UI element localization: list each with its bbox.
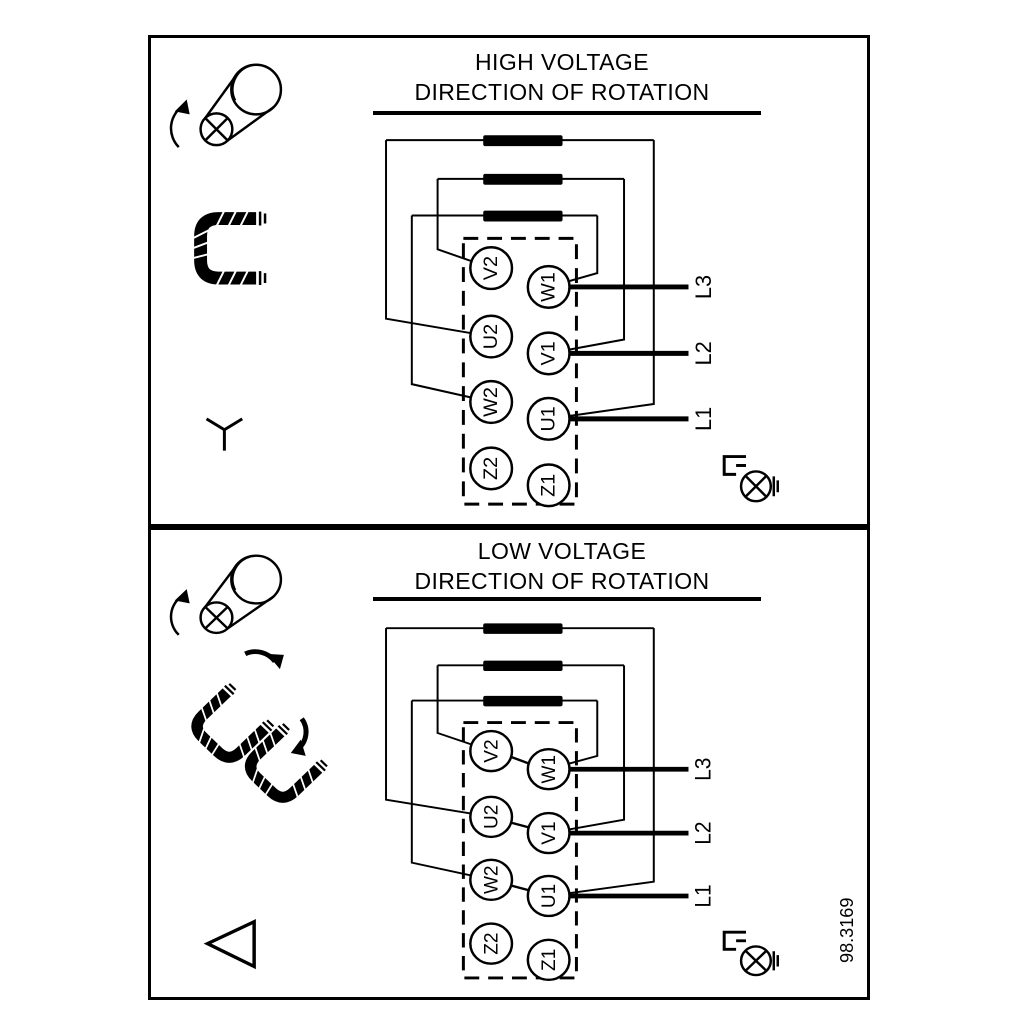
title-underline [373,111,761,115]
terminal-wiring [386,623,688,979]
terminal-label: U1 [538,406,560,431]
supply-line-label: L1 [691,884,715,907]
low-voltage-diagram: V2 U2 W2 Z2 W1 V1 U1 Z1 L3 L2 L1 98.3169 [169,554,857,997]
voltage-title: HIGH VOLTAGE [475,49,649,75]
terminal-labels: V2 U2 W2 Z2 W1 V1 U1 Z1 [480,256,560,497]
jumper-repositioning-icon [181,649,329,813]
figure-number: 98.3169 [835,898,856,963]
jumper-link-icon [235,722,329,812]
voltage-title: LOW VOLTAGE [477,538,647,564]
terminal-label: Z2 [480,457,502,480]
low-voltage-panel: LOW VOLTAGE DIRECTION OF ROTATION [148,527,870,1000]
supply-line-labels: L3 L2 L1 [691,275,716,431]
ground-screw-icon [722,455,780,503]
high-voltage-diagram: V2 U2 W2 Z2 W1 V1 U1 Z1 L3 L2 L1 [169,63,780,524]
jumper-link-icon [193,211,265,286]
supply-line-label: L2 [691,341,716,365]
terminal-label: W2 [480,387,502,417]
terminal-label: V2 [480,256,502,280]
terminal-label: Z1 [537,949,559,971]
terminal-label: U2 [480,324,502,349]
terminal-wiring [386,135,688,506]
terminal-label: W1 [538,272,560,302]
terminal-label: U2 [480,805,502,829]
terminal-label: W2 [480,865,502,894]
move-arrow-heads [267,653,306,756]
terminal-labels: V2 U2 W2 Z2 W1 V1 U1 Z1 [480,739,560,970]
high-voltage-panel: HIGH VOLTAGE DIRECTION OF ROTATION V2 U2… [148,35,870,527]
star-symbol-icon [205,417,244,451]
terminal-label: W1 [537,755,559,784]
delta-link-wires [510,755,530,892]
ground-screw-icon [722,930,780,977]
panel-header: HIGH VOLTAGE DIRECTION OF ROTATION [262,47,862,107]
supply-line-label: L1 [691,407,716,431]
jumper-link-icon [181,682,275,772]
supply-line-labels: L3 L2 L1 [691,758,715,908]
terminal-label: U1 [537,884,559,908]
terminal-label: V1 [538,341,560,365]
rotation-title: DIRECTION OF ROTATION [414,79,710,105]
supply-line-label: L3 [691,275,716,299]
terminal-label: V1 [537,821,559,844]
title-underline [373,597,761,601]
panel-header: LOW VOLTAGE DIRECTION OF ROTATION [262,536,862,596]
supply-line-label: L2 [691,821,715,844]
terminal-label: Z2 [480,933,502,955]
delta-symbol-icon [203,919,256,970]
supply-line-label: L3 [691,758,715,781]
terminal-label: V2 [480,739,502,762]
rotation-title: DIRECTION OF ROTATION [414,568,710,594]
terminal-label: Z1 [538,474,560,497]
